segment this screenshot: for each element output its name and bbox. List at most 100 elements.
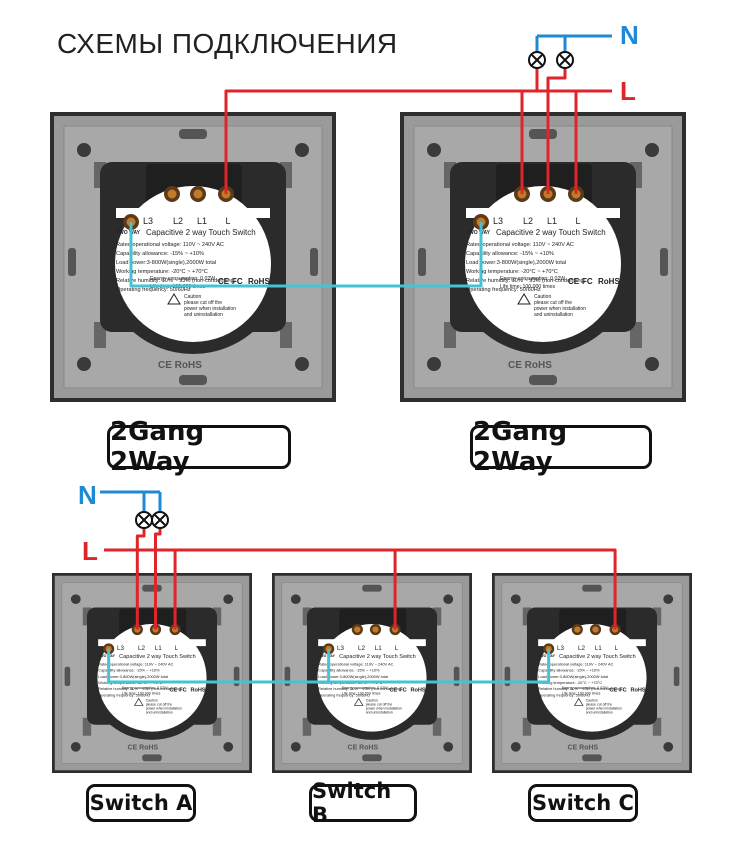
spec-text: Operating frequency: 50/60Hz — [538, 692, 590, 697]
terminal-label: L — [175, 645, 179, 652]
caption-top-right: 2Gang 2Way — [470, 417, 652, 477]
lamp-feed-2 — [546, 68, 567, 194]
spec-text: Load power:3-800W(single),2000W total — [116, 260, 216, 266]
module-label — [465, 186, 621, 342]
page-title: СХЕМЫ ПОДКЛЮЧЕНИЯ — [57, 28, 398, 59]
ce-mark: CE — [568, 277, 580, 286]
clip-tab — [522, 607, 532, 626]
clip-tab — [630, 322, 642, 348]
terminal-label: L3 — [117, 645, 125, 652]
screw-hole — [645, 357, 659, 371]
ce-mark: CE — [389, 688, 397, 694]
terminal-label: L — [225, 216, 230, 226]
brand-text: TWO WAY — [318, 654, 335, 658]
terminal-screw — [152, 626, 159, 633]
spec-text: Load power:3-800W(single),2000W total — [98, 674, 168, 679]
spec-text: Relative humidity: 10% ~ 93% (non-conden… — [116, 278, 236, 284]
spec-text: Capability allowance: -15% ~ +10% — [466, 251, 554, 257]
screw-hole — [663, 594, 674, 605]
mount-slot — [529, 375, 557, 385]
module-label-top — [98, 639, 206, 647]
spec-text: Rated operational voltage: 110V ~ 240V A… — [318, 661, 394, 666]
terminal-screw — [592, 626, 599, 633]
live-label-top: L — [620, 76, 636, 106]
caution-text: please cut off the — [586, 702, 613, 706]
spec-text: Energy consumption: 0.02W — [122, 686, 168, 690]
lamp-feed-3 — [135, 528, 146, 630]
mount-slot — [529, 129, 557, 139]
terminal-screw — [354, 626, 361, 633]
terminal-label: L1 — [547, 216, 557, 226]
spec-text: Energy consumption: 0.02W — [150, 276, 215, 282]
fc-mark: FC — [399, 688, 406, 694]
terminal-screw — [171, 626, 179, 633]
clip-tab — [82, 717, 92, 736]
caption-switch-b: Switch B — [309, 779, 417, 827]
terminal-screw — [167, 189, 177, 199]
terminal-label: L1 — [197, 216, 207, 226]
caution-text: and uninstallation — [184, 312, 223, 318]
screw-hole — [663, 741, 674, 752]
terminal-label: L — [575, 216, 580, 226]
mount-slot — [179, 375, 207, 385]
module-label — [115, 186, 271, 342]
fc-mark: FC — [179, 688, 186, 694]
screw-hole — [443, 741, 454, 752]
rohs-mark: RoHS — [248, 277, 270, 286]
terminal-screw — [574, 626, 581, 633]
neutral-label-bottom: N — [78, 480, 97, 510]
plate-mark: CE RoHS — [128, 745, 159, 752]
spec-text: Working temperature: -20°C ~ +70°C — [538, 680, 602, 685]
caption-switch-c: Switch C — [528, 784, 638, 822]
spec-text: Rated operational voltage: 110V ~ 240V A… — [98, 661, 174, 666]
warning-icon — [573, 697, 584, 706]
clip-tab — [302, 717, 312, 736]
spec-text: Energy consumption: 0.02W — [500, 276, 565, 282]
spec-text: Working temperature: -20°C ~ +70°C — [116, 269, 208, 275]
terminal-label: L2 — [138, 645, 146, 652]
spec-text: Energy consumption: 0.02W — [342, 686, 388, 690]
mount-slot — [68, 248, 76, 276]
terminal-label: L1 — [595, 645, 603, 652]
caution-text: Caution — [184, 294, 201, 300]
screw-hole — [645, 143, 659, 157]
terminal-label: L — [395, 645, 399, 652]
spec-text: Life time: 100.000 times — [500, 284, 555, 290]
module-label-top — [318, 639, 426, 647]
clip-tab — [652, 717, 662, 736]
terminal-screw — [372, 626, 379, 633]
fc-mark: FC — [619, 688, 626, 694]
spec-text: Load power:3-800W(single),2000W total — [466, 260, 566, 266]
spec-text: Life time: 100.000 times — [342, 691, 381, 695]
caution-text: Caution — [534, 294, 551, 300]
lamp-cross — [559, 54, 571, 66]
spec-text: Life time: 100.000 times — [562, 691, 601, 695]
live-label-bottom: L — [82, 536, 98, 566]
screw-hole — [77, 143, 91, 157]
terminal-label: L2 — [578, 645, 586, 652]
caution-text: and uninstallation — [586, 711, 613, 715]
terminal-screw — [391, 626, 399, 633]
spec-text: Rated operational voltage: 110V ~ 240V A… — [538, 661, 614, 666]
rohs-mark: RoHS — [630, 688, 646, 694]
caption-top-left: 2Gang 2Way — [107, 417, 291, 477]
spec-text: Relative humidity: 10% ~ 93% (non-conden… — [538, 686, 622, 691]
lamp-feed-1 — [520, 68, 539, 194]
spec-text: Rated operational voltage: 110V ~ 240V A… — [116, 242, 224, 248]
terminal-label: L3 — [337, 645, 345, 652]
brand-text: TWO WAY — [538, 654, 555, 658]
caution-text: power when installation — [586, 707, 622, 711]
product-text: Capacitive 2 way Touch Switch — [339, 654, 416, 660]
terminal-screw — [134, 626, 141, 633]
terminal-label: L — [615, 645, 619, 652]
spec-text: Relative humidity: 10% ~ 93% (non-conden… — [466, 278, 586, 284]
caution-text: and uninstallation — [366, 711, 393, 715]
fc-mark: FC — [582, 277, 593, 286]
mount-slot — [179, 129, 207, 139]
module-label-top — [116, 208, 270, 218]
mount-slot — [582, 584, 602, 592]
spec-text: Relative humidity: 10% ~ 93% (non-conden… — [318, 686, 402, 691]
plate-mark: CE RoHS — [348, 745, 379, 752]
caution-text: and uninstallation — [534, 312, 573, 318]
plate-mark: CE RoHS — [568, 745, 599, 752]
